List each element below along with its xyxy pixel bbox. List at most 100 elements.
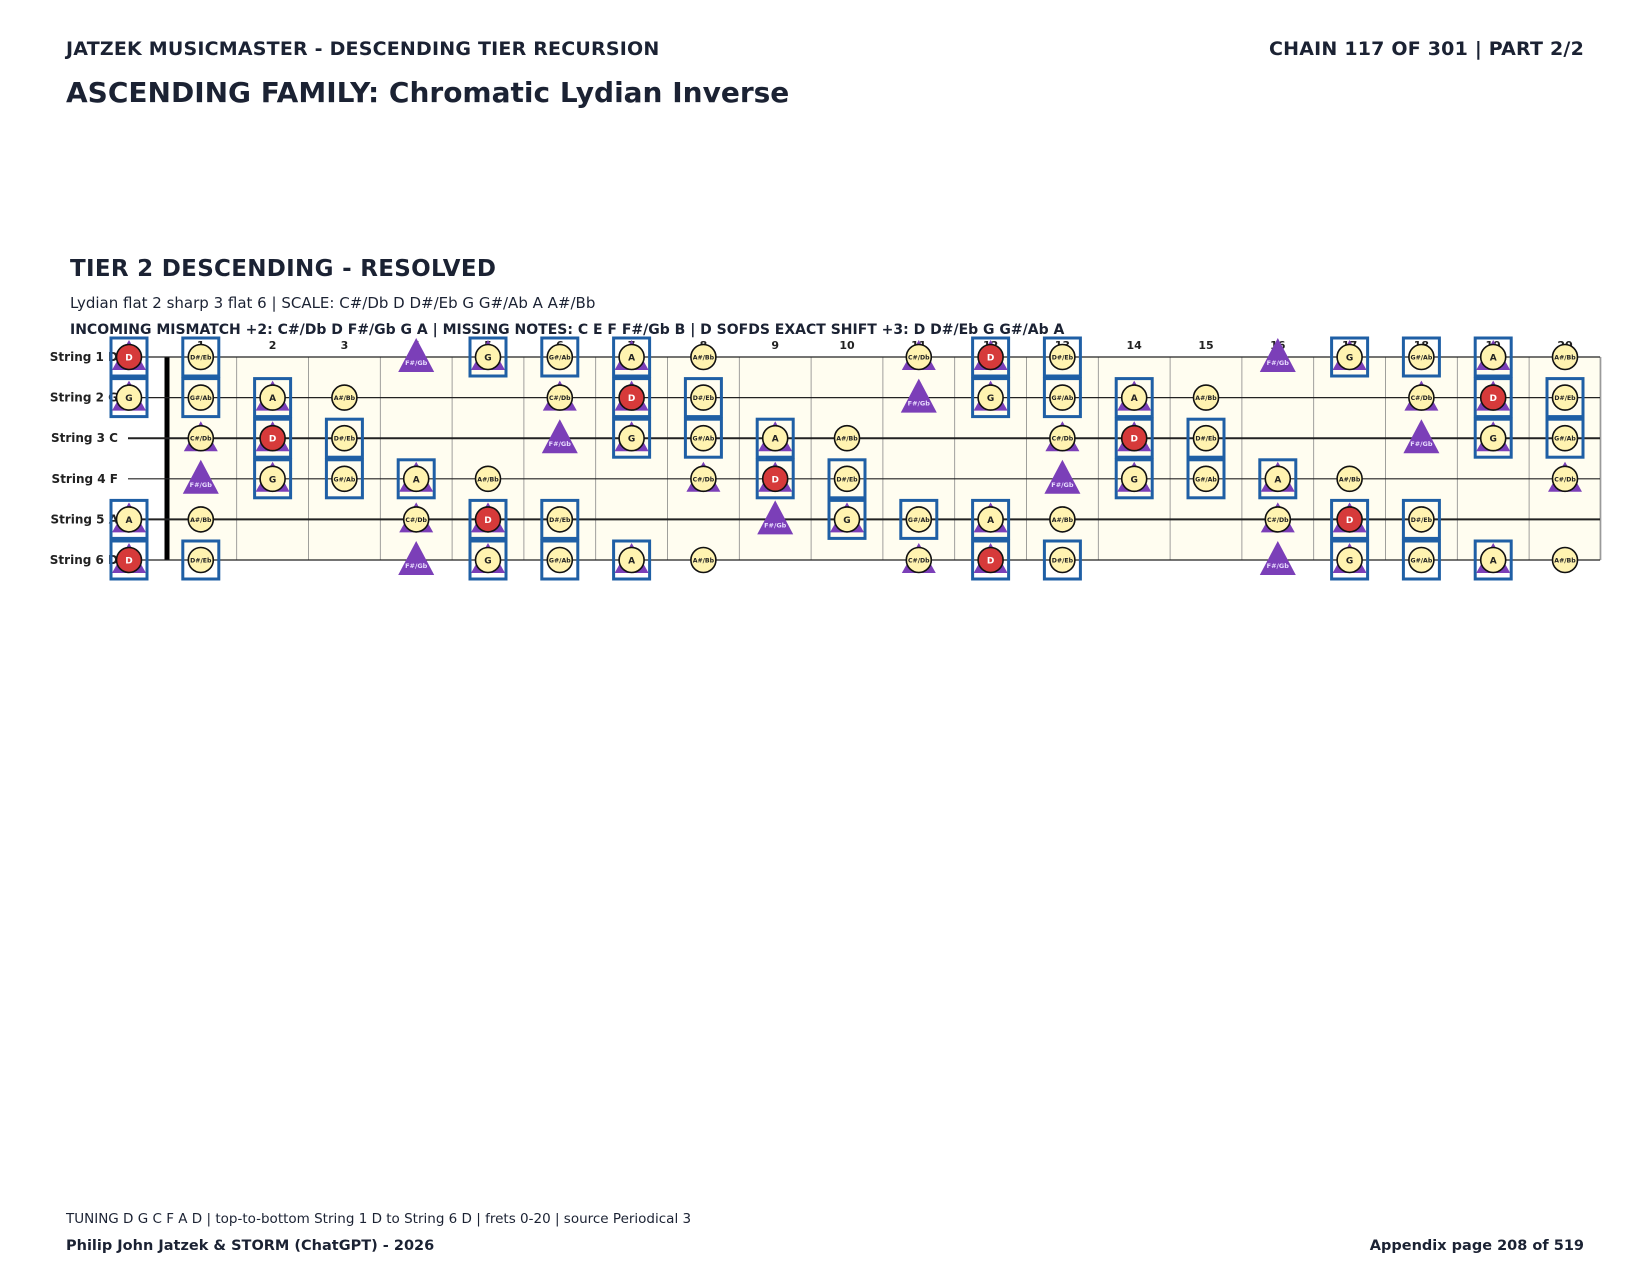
scale-note-marker [1551,343,1579,371]
note-label: D [987,354,994,364]
scale-note-marker [402,506,430,533]
chain-info: CHAIN 117 OF 301 | PART 2/2 [1268,38,1584,60]
note-label: D [628,394,635,404]
note-label: A#/Bb [334,395,356,402]
root-note-marker [259,424,286,452]
shift-box [324,417,364,459]
note-label: D [125,354,132,364]
shift-box [612,377,652,419]
scale-note-marker [761,424,789,452]
scale-note-marker [187,546,215,574]
string-label: String 2 G [50,391,118,405]
triangle-note-label: F#/Gb [549,440,572,448]
scale-note-marker [115,384,143,411]
triangle-note-label: F#/Gb [908,400,931,408]
shift-box [971,539,1011,581]
note-label: A [1131,394,1138,404]
shift-box [1330,336,1370,378]
shift-box [899,498,939,540]
note-label: D [1346,516,1353,526]
shift-box [683,417,723,459]
shift-box [1401,498,1441,540]
scale-note-marker [1264,465,1292,493]
mismatch-triangle [757,500,794,535]
scale-note-marker [1551,384,1579,411]
fret-number: 10 [839,339,855,352]
scale-note-marker [1336,465,1363,493]
note-label: C#/Db [908,558,930,565]
mismatch-triangle [1044,459,1081,494]
scale-note-marker [331,384,358,411]
triangle-note-label: F#/Gb [405,562,428,570]
shift-box [253,377,293,419]
root-note-marker [977,546,1004,574]
scale-note-marker [977,506,1004,533]
shift-box [468,498,508,540]
shift-box [1042,336,1082,378]
triangle-note-label: F#/Gb [1267,562,1290,570]
series-title: JATZEK MUSICMASTER - DESCENDING TIER REC… [66,38,660,60]
scale-note-marker [115,506,143,533]
shift-box [827,458,867,500]
note-label: G#/Ab [1411,558,1433,565]
mismatch-triangle [1259,541,1296,575]
triangle-note-label: F#/Gb [190,481,213,489]
scale-note-marker [1120,384,1148,411]
page-number: Appendix page 208 of 519 [1369,1238,1584,1254]
scale-note-marker [1120,465,1148,493]
scale-note-marker [1551,465,1579,493]
shift-box [1473,336,1513,378]
note-label: D [987,557,994,567]
scale-note-marker [1192,465,1220,493]
scale-note-marker [331,465,358,493]
note-label: A [628,557,635,567]
note-label: G [125,394,132,404]
note-label: C#/Db [1411,395,1433,402]
note-label: G#/Ab [334,476,356,483]
note-label: A#/Bb [1195,395,1217,402]
shift-box [540,498,580,540]
note-label: D [771,475,778,485]
root-note-marker [977,343,1004,371]
scale-note-marker [259,384,286,411]
shift-box [1545,377,1585,419]
note-label: C#/Db [1554,476,1576,483]
shift-box [181,377,221,419]
scale-note-marker [690,546,717,574]
fret-number: 15 [1198,339,1213,352]
scale-note-marker [546,546,574,574]
scale-note-marker [1336,343,1363,371]
shift-box [971,377,1011,419]
note-label: A [413,475,420,485]
note-label: C#/Db [1267,517,1289,524]
shift-box [1401,336,1441,378]
note-label: A#/Bb [693,355,715,362]
note-label: A [628,354,635,364]
scale-note-marker [905,546,933,574]
root-note-marker [1120,424,1148,452]
fret-number: 3 [341,339,349,352]
note-label: D#/Eb [1411,517,1433,524]
note-label: G [269,475,276,485]
triangle-note-label: F#/Gb [405,359,428,367]
root-note-marker [474,506,502,533]
shift-box [540,336,580,378]
note-label: D [125,557,132,567]
family-title: ASCENDING FAMILY: Chromatic Lydian Inver… [66,76,790,109]
scale-note-marker [1408,384,1435,411]
shift-box [109,539,149,581]
triangle-note-label: F#/Gb [1410,440,1433,448]
shift-box [755,458,795,500]
shift-box [683,377,723,419]
scale-note-marker [259,465,286,493]
mismatch-triangle [182,459,219,494]
note-label: G#/Ab [1052,395,1074,402]
string-label: String 1 D [50,350,118,364]
shift-box [1114,377,1154,419]
shift-box [971,498,1011,540]
shift-box [109,336,149,378]
shift-box [181,336,221,378]
scale-note-marker [1408,546,1435,574]
note-label: D [1130,435,1137,445]
